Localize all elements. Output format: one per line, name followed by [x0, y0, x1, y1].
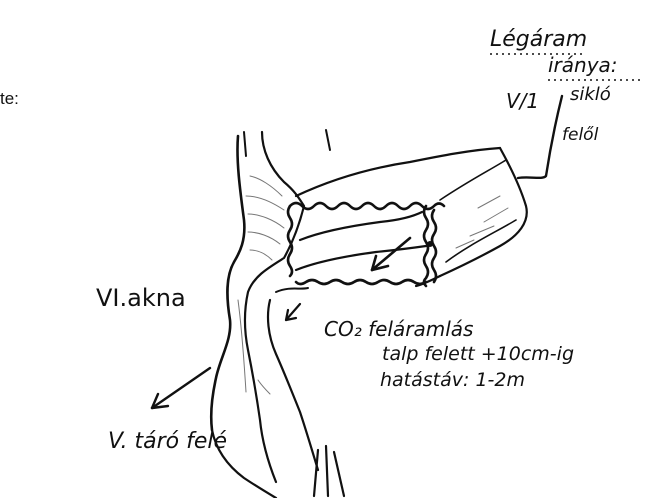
outlet-arrow-shaft	[152, 368, 210, 408]
co2-note-line2: talp felett +10cm-ig	[382, 343, 574, 365]
airflow-label-line2: iránya:	[548, 53, 618, 77]
airflow-label-line1: Légáram	[490, 27, 587, 52]
direction-label: V. táró felé	[108, 429, 227, 454]
source-line2: felől	[562, 125, 599, 145]
source-code: V/1	[506, 89, 539, 113]
co2-note-line3: hatástáv: 1-2m	[380, 369, 525, 391]
text-fragment: te:	[0, 89, 19, 108]
airflow-label: Légáram iránya:	[490, 27, 640, 80]
co2-note-line1: CO₂ feláramlás	[324, 317, 473, 341]
source-line1: sikló	[570, 84, 611, 105]
co2-note: CO₂ feláramlás talp felett +10cm-ig hatá…	[324, 317, 574, 391]
co2-zone	[288, 203, 444, 286]
zone-dot	[427, 241, 433, 247]
airflow-arrow-shaft	[372, 238, 410, 270]
shaft-label: VI.akna	[96, 284, 186, 312]
